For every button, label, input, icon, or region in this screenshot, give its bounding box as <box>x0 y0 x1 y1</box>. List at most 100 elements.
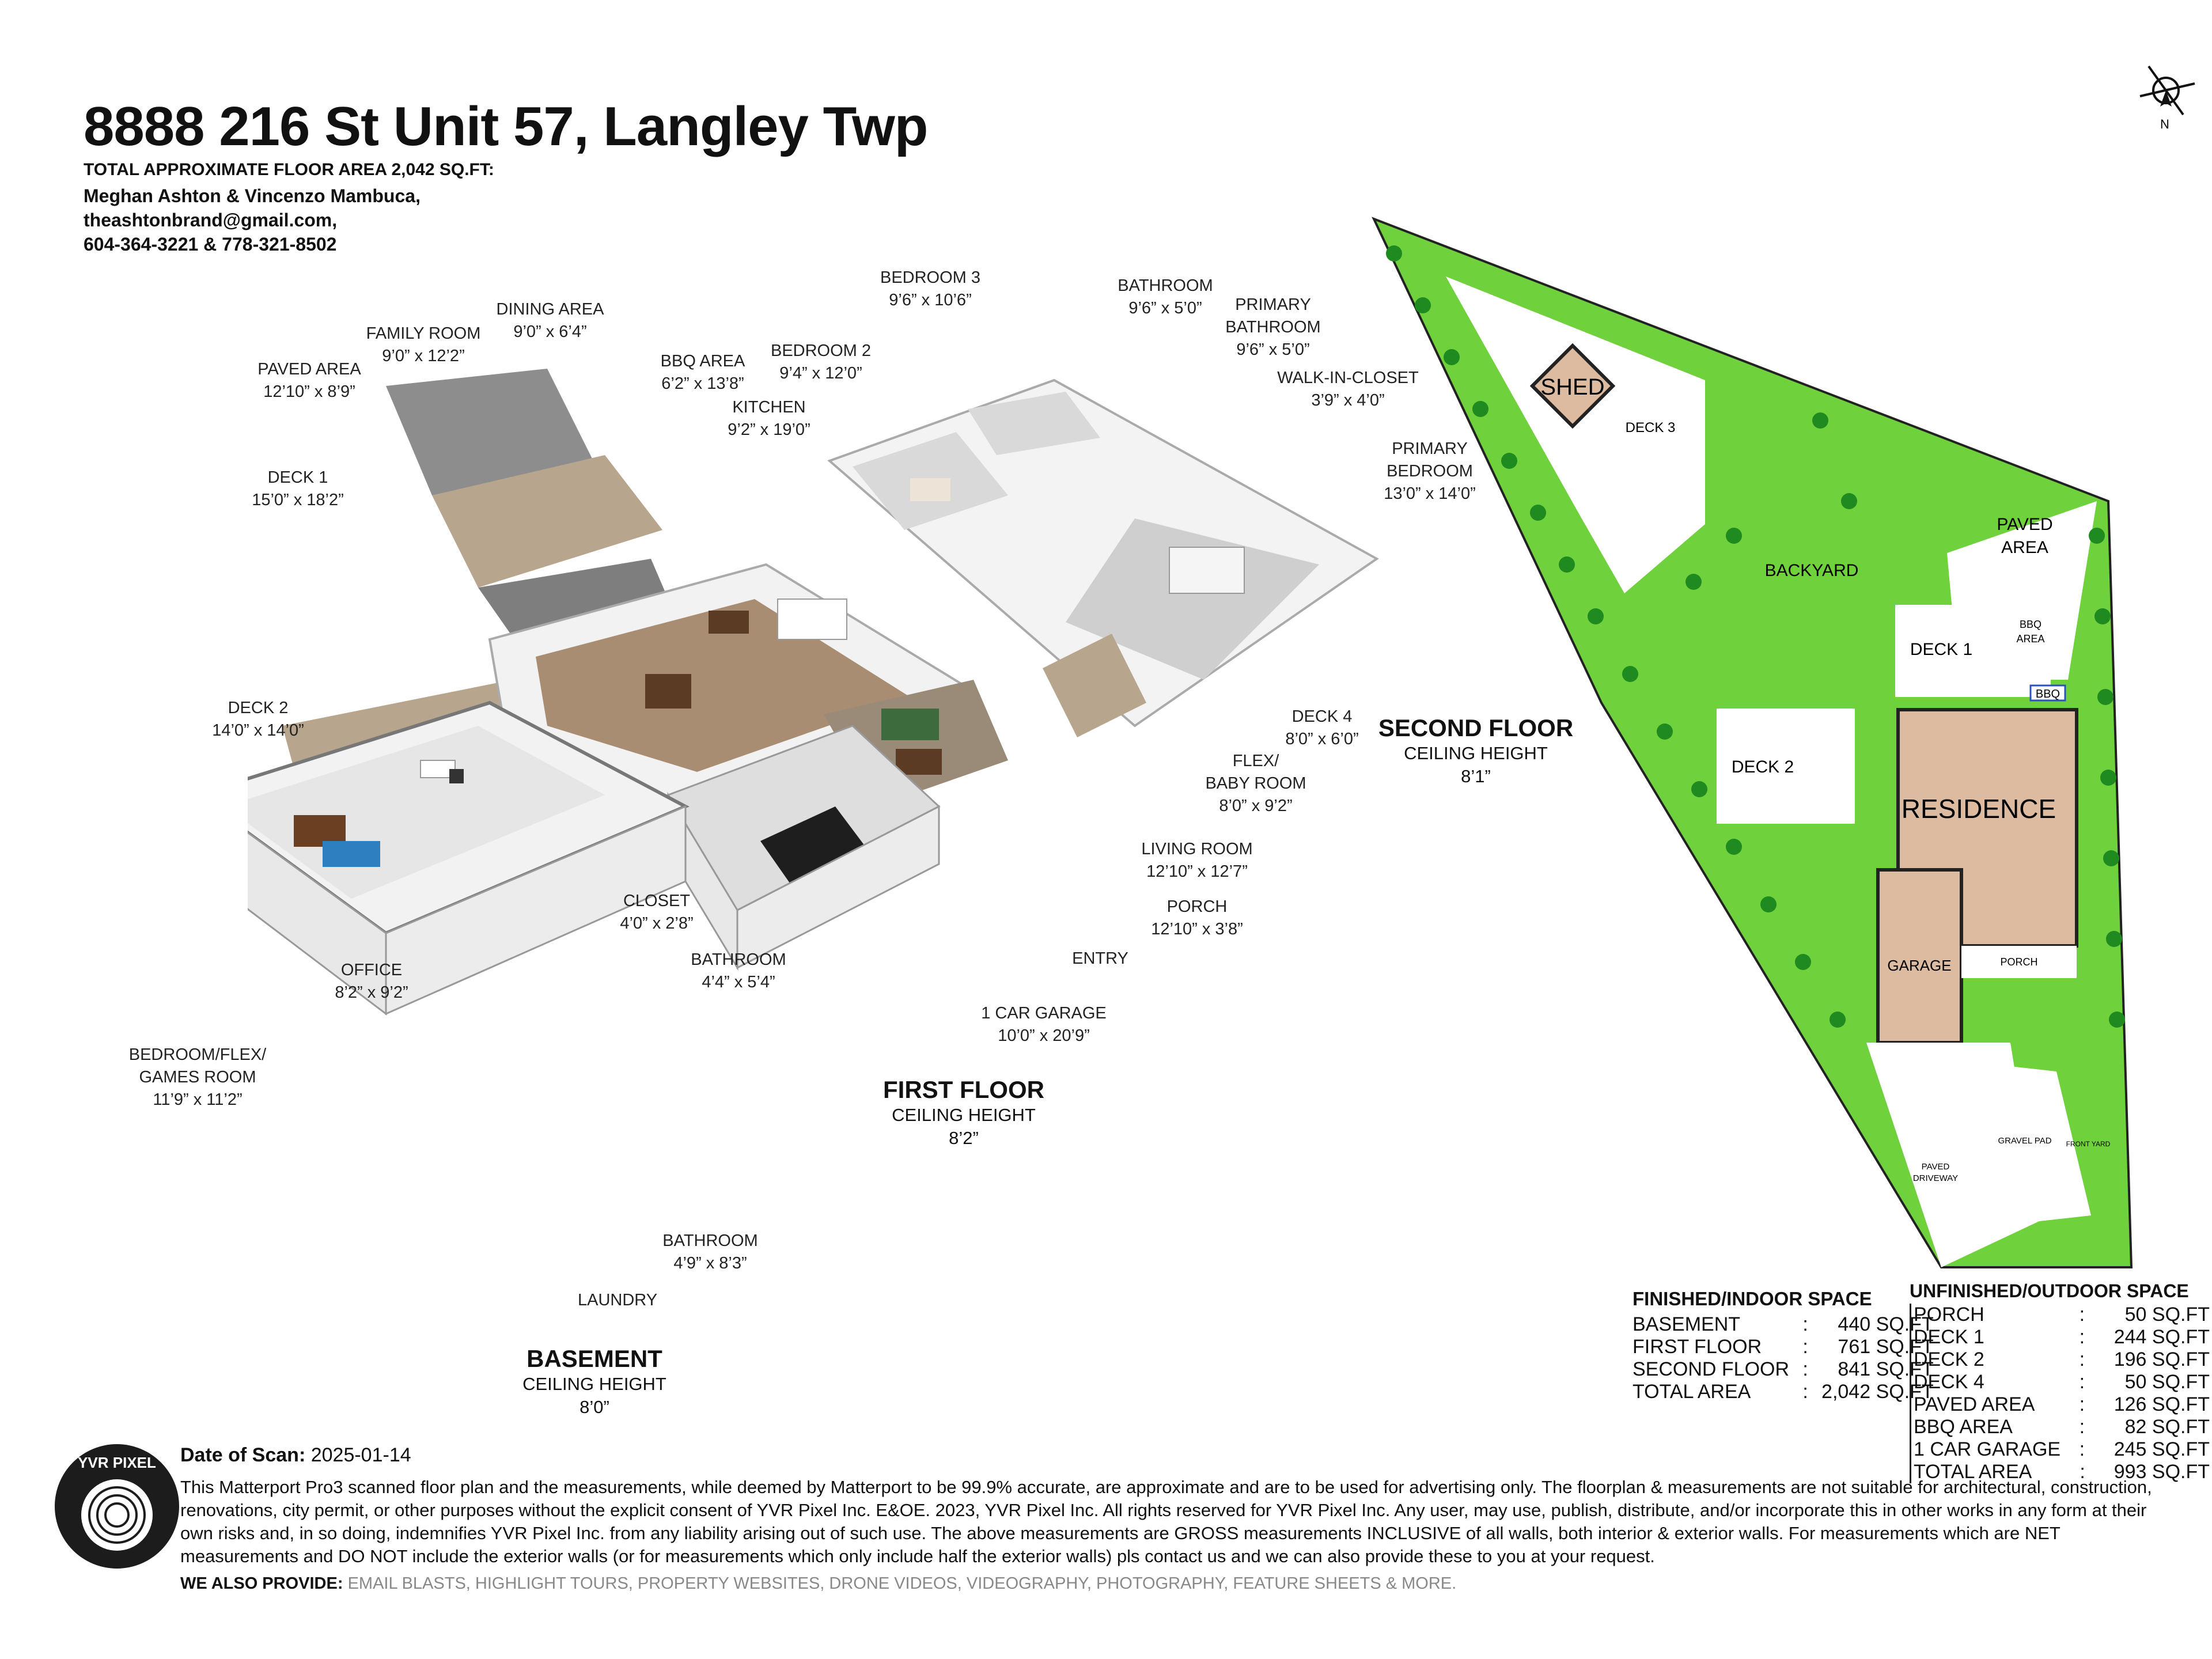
garage-car <box>760 806 870 899</box>
table-row: BBQ AREA:82 SQ.FT <box>1911 1416 2212 1438</box>
room-dims: 4’9” x 8’3” <box>673 1254 747 1272</box>
room-name: KITCHEN <box>732 398 806 416</box>
room-name: BATHROOM <box>662 1232 758 1250</box>
row-value: 244 SQ.FT <box>2113 1326 2210 1348</box>
tree <box>1795 954 1811 970</box>
table-row: DECK 2:196 SQ.FT <box>1911 1349 2212 1371</box>
dining-table <box>709 611 749 634</box>
compass-label: N <box>2160 117 2169 131</box>
label-dining-area: DINING AREA 9’0” x 6’4” <box>497 298 604 343</box>
room-dims: 4’0” x 2’8” <box>620 914 694 933</box>
living-room-table <box>896 749 942 775</box>
tree <box>2089 528 2105 544</box>
agent-email: theashtonbrand@gmail.com, <box>84 210 338 230</box>
tree <box>1444 349 1460 365</box>
site-gravel-label: GRAVEL PAD <box>1998 1136 2051 1146</box>
room-name: DECK 2 <box>228 699 289 717</box>
site-bbq-label: BBQ <box>2036 688 2060 700</box>
table-row: DECK 4:50 SQ.FT <box>1911 1371 2212 1393</box>
room-name: BBQ AREA <box>660 352 745 370</box>
table-row: SECOND FLOOR:841 SQ.FT <box>1630 1358 1936 1381</box>
shed <box>1529 343 1616 429</box>
site-frontyard-label: FRONT YARD <box>2066 1140 2111 1148</box>
room-name: DECK 4 <box>1291 707 1353 726</box>
primary-bed <box>1169 547 1245 594</box>
ceiling-label: CEILING HEIGHT <box>892 1105 1036 1125</box>
label-entry: ENTRY <box>1072 948 1128 970</box>
tree <box>2103 850 2119 866</box>
row-value: 761 SQ.FT <box>1838 1336 1934 1358</box>
room-dims: 9’6” x 5’0” <box>1128 299 1202 317</box>
ceiling-height: 8’2” <box>949 1128 979 1148</box>
tree <box>2109 1012 2125 1028</box>
scan-date-line: Date of Scan: 2025-01-14 <box>180 1444 411 1467</box>
room-name: OFFICE <box>340 961 403 979</box>
room-dims: 10’0” x 20’9” <box>998 1027 1090 1045</box>
row-value: 440 SQ.FT <box>1838 1313 1934 1335</box>
tree <box>2097 689 2113 705</box>
second-floor-model <box>827 378 1379 737</box>
room-name: PAVED AREA <box>257 360 361 378</box>
room-dims: 9’0” x 6’4” <box>513 323 587 341</box>
room-dims: 9’2” x 19’0” <box>728 421 810 439</box>
room-dims: 14’0” x 14’0” <box>212 721 304 740</box>
site-gravel-pad <box>2005 1066 2091 1221</box>
primary-bedroom-floor <box>1066 518 1319 680</box>
tree <box>1812 412 1828 429</box>
tree <box>1830 1012 1846 1028</box>
room-name: FLEX/ BABY ROOM <box>1205 752 1306 793</box>
room-name: 1 CAR GARAGE <box>981 1004 1107 1022</box>
first-floor-wood-floor <box>536 599 910 772</box>
ceiling-height: 8’1” <box>1461 766 1491 786</box>
room-dims: 8’2” x 9’2” <box>335 983 408 1002</box>
also-provide-label: WE ALSO PROVIDE: <box>180 1574 343 1593</box>
ceiling-label: CEILING HEIGHT <box>522 1374 666 1394</box>
agent-names: Meghan Ashton & Vincenzo Mambuca, <box>84 185 421 206</box>
room-dims: 13’0” x 14’0” <box>1384 484 1476 503</box>
row-label: PORCH <box>1914 1304 1984 1325</box>
floorplan-3d-illustration <box>248 369 1379 1016</box>
site-porch-label: PORCH <box>2000 956 2037 968</box>
site-paved-label-2: AREA <box>2001 538 2048 557</box>
site-driveway-label-2: DRIVEWAY <box>1913 1173 1958 1183</box>
room-name: LAUNDRY <box>577 1291 658 1309</box>
backyard-label: BACKYARD <box>1765 561 1859 580</box>
scan-date-value: 2025-01-14 <box>310 1444 411 1466</box>
table-row: TOTAL AREA:2,042 SQ.FT <box>1630 1381 1936 1403</box>
room-name: CLOSET <box>623 892 691 910</box>
tree <box>1657 724 1673 740</box>
label-kitchen: KITCHEN 9’2” x 19’0” <box>728 396 810 441</box>
total-area-line: TOTAL APPROXIMATE FLOOR AREA 2,042 SQ.FT… <box>84 160 494 179</box>
tree <box>1588 608 1604 624</box>
basement-model <box>248 700 690 1016</box>
site-garage <box>1876 868 1963 1044</box>
room-name: BEDROOM 2 <box>770 342 872 360</box>
unfinished-space-table: UNFINISHED/OUTDOOR SPACE PORCH:50 SQ.FT … <box>1910 1280 2212 1483</box>
bedroom-2-bed <box>910 478 950 501</box>
table-row: DECK 1:244 SQ.FT <box>1911 1326 2212 1349</box>
property-title: 8888 216 St Unit 57, Langley Twp <box>84 96 928 157</box>
living-room-sofa <box>881 709 939 740</box>
room-dims: 4’4” x 5’4” <box>702 973 775 991</box>
room-name: DINING AREA <box>496 300 604 319</box>
tree <box>1415 297 1431 313</box>
disclaimer: This Matterport Pro3 scanned floor plan … <box>180 1477 2152 1566</box>
site-porch <box>1961 946 2077 978</box>
room-name: BATHROOM <box>1118 276 1213 295</box>
label-garage: 1 CAR GARAGE 10’0” x 20’9” <box>981 1002 1107 1047</box>
ceiling-label: CEILING HEIGHT <box>1404 743 1548 763</box>
row-label: 1 CAR GARAGE <box>1914 1438 2061 1460</box>
row-value: 993 SQ.FT <box>2113 1461 2210 1483</box>
row-label: SECOND FLOOR <box>1633 1358 1790 1380</box>
finished-space-table: FINISHED/INDOOR SPACE BASEMENT:440 SQ.FT… <box>1630 1287 1936 1403</box>
room-dims: 9’0” x 12’2” <box>382 347 465 365</box>
tree <box>1726 839 1742 855</box>
row-value: 82 SQ.FT <box>2124 1416 2210 1438</box>
compass-icon: N <box>2139 65 2195 131</box>
